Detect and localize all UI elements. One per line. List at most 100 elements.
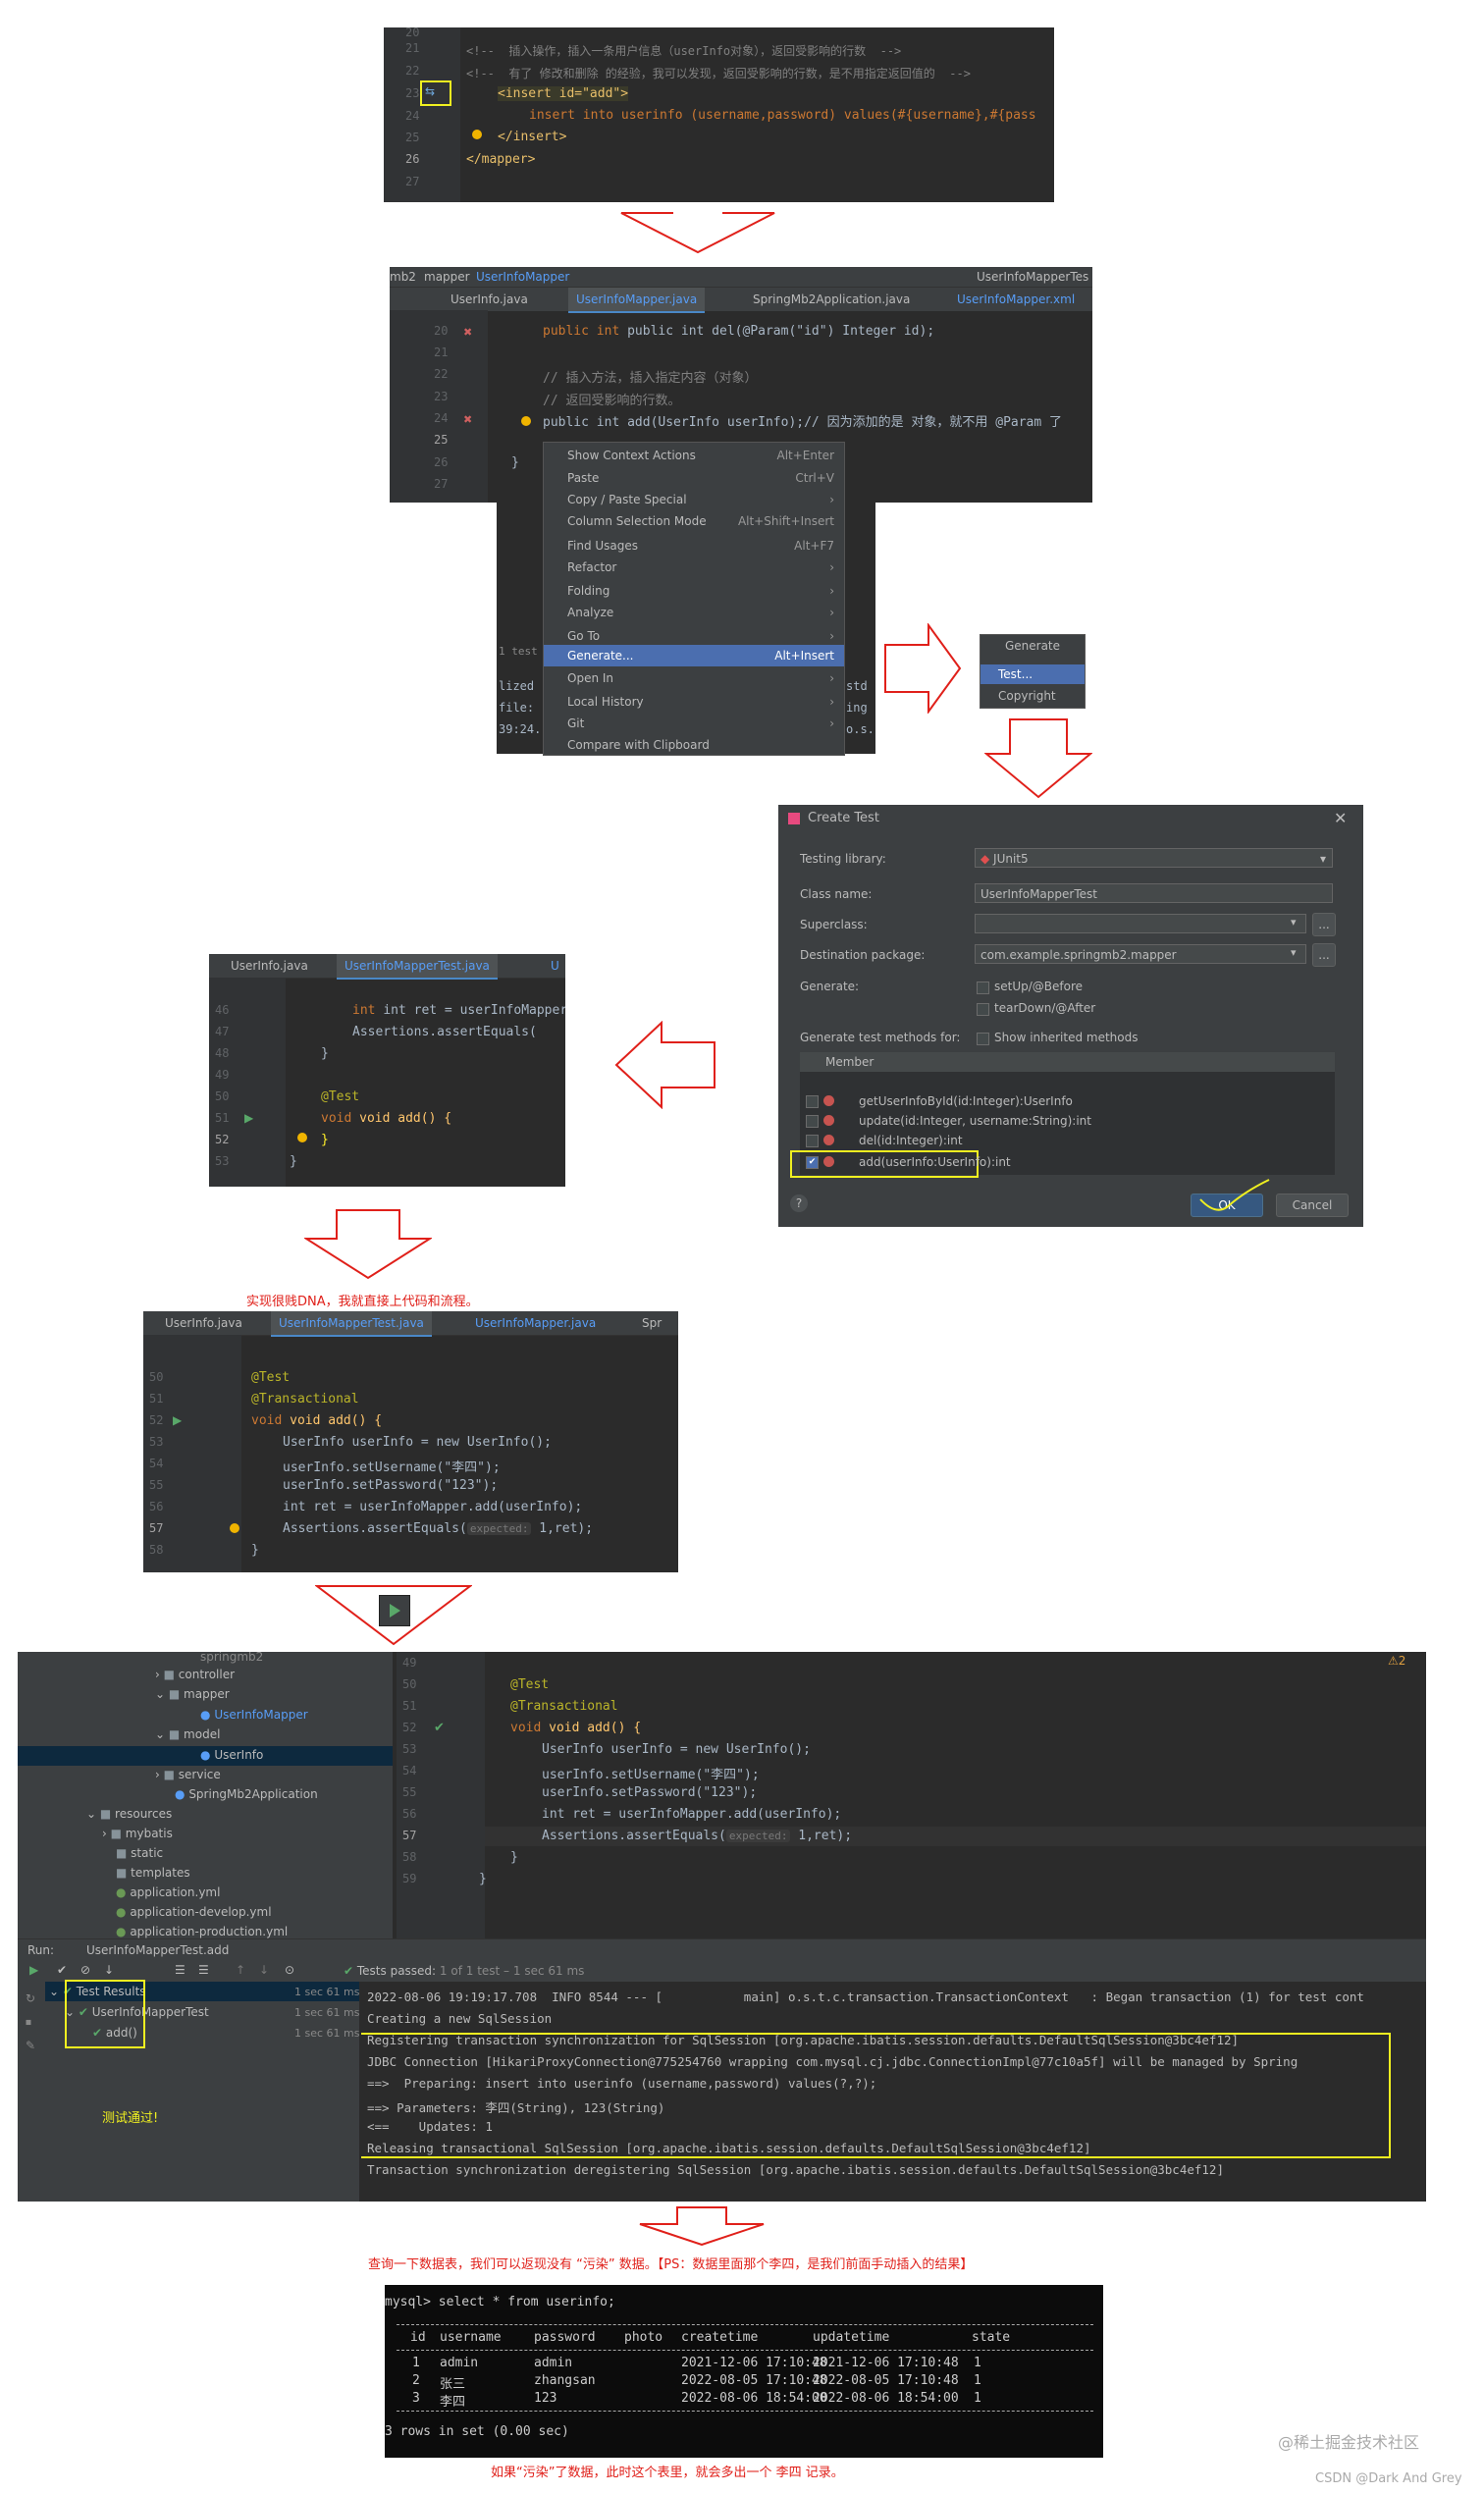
- sort-icon[interactable]: ↓: [104, 1963, 115, 1977]
- destination-dropdown-icon[interactable]: ▾: [1291, 946, 1297, 959]
- code-comment: // 插入方法，插入指定内容（对象）: [543, 371, 758, 386]
- test-label: UserInfoMapperTest: [91, 2005, 209, 2019]
- filter-ignored-icon[interactable]: ⊘: [80, 1963, 91, 1977]
- tab-userinfomapper[interactable]: UserInfoMapper.java: [568, 288, 706, 313]
- tree-file-yml[interactable]: ● application-develop.yml: [116, 1905, 272, 1919]
- member-checkbox[interactable]: [806, 1115, 819, 1128]
- inherited-checkbox[interactable]: [977, 1033, 989, 1045]
- menu-item-local-history[interactable]: Local History›: [544, 691, 844, 713]
- menu-item-analyze[interactable]: Analyze›: [544, 602, 844, 623]
- rerun-icon[interactable]: ▶: [29, 1963, 39, 1977]
- mybatis-icon[interactable]: ✖: [463, 413, 473, 426]
- generate-item-copyright[interactable]: Copyright: [998, 689, 1056, 703]
- tree-folder-templates[interactable]: ■ templates: [116, 1866, 190, 1880]
- tree-folder-model[interactable]: ⌄ ■ model: [155, 1727, 221, 1741]
- help-button[interactable]: ?: [790, 1194, 808, 1212]
- close-icon[interactable]: ✕: [1334, 809, 1348, 827]
- member-row[interactable]: getUserInfoById(id:Integer):UserInfo: [800, 1091, 1335, 1111]
- wrench-icon[interactable]: ✎: [26, 2039, 36, 2052]
- mybatis-icon[interactable]: ✖: [463, 326, 473, 339]
- bulb-icon[interactable]: [521, 416, 531, 426]
- mapper-method-icon[interactable]: ⇆: [425, 84, 436, 98]
- menu-item-refactor[interactable]: Refactor›: [544, 557, 844, 578]
- bulb-icon[interactable]: [472, 130, 482, 139]
- member-row[interactable]: ✔add(userInfo:UserInfo):int: [800, 1152, 1335, 1172]
- breadcrumb-item[interactable]: UserInfoMapper: [476, 270, 570, 284]
- menu-item-copy-paste-special[interactable]: Copy / Paste Special›: [544, 489, 844, 510]
- tree-file-yml[interactable]: ● application-production.yml: [116, 1925, 289, 1938]
- history-icon[interactable]: ⊙: [285, 1963, 295, 1977]
- breadcrumb-run-config[interactable]: UserInfoMapperTes: [977, 270, 1089, 284]
- member-row[interactable]: update(id:Integer, username:String):int: [800, 1111, 1335, 1131]
- superclass-dropdown-icon[interactable]: ▾: [1291, 916, 1297, 929]
- tree-folder-controller[interactable]: › ■ controller: [155, 1668, 236, 1681]
- tree-item[interactable]: springmb2: [200, 1652, 264, 1664]
- bulb-icon[interactable]: [230, 1523, 239, 1533]
- superclass-input[interactable]: [975, 914, 1306, 933]
- tab-userinfo[interactable]: UserInfo.java: [165, 1316, 242, 1330]
- tree-item-userinfo[interactable]: ● UserInfo: [200, 1748, 264, 1762]
- generate-item-test[interactable]: Test...: [980, 664, 1085, 684]
- test-method-row[interactable]: ✔ add(): [92, 2026, 137, 2040]
- tab-springmb2application[interactable]: SpringMb2Application.java: [753, 292, 911, 306]
- member-checkbox[interactable]: [806, 1095, 819, 1108]
- tree-label: model: [184, 1727, 221, 1741]
- tab-spr[interactable]: Spr: [642, 1316, 662, 1330]
- tab-userinfomapper-xml[interactable]: UserInfoMapper.xml: [957, 292, 1076, 306]
- menu-item-compare-clipboard[interactable]: Compare with Clipboard: [544, 734, 844, 756]
- tree-folder-resources[interactable]: ⌄ ■ resources: [86, 1807, 173, 1821]
- tree-folder-static[interactable]: ■ static: [116, 1846, 164, 1860]
- menu-item-go-to[interactable]: Go To›: [544, 625, 844, 647]
- test-passed-gutter-icon[interactable]: ✔: [434, 1721, 445, 1735]
- filter-passed-icon[interactable]: ✔: [57, 1963, 68, 1977]
- tab-userinfomappertest[interactable]: UserInfoMapperTest.java: [271, 1311, 432, 1337]
- menu-item-folding[interactable]: Folding›: [544, 580, 844, 602]
- warning-badge[interactable]: ⚠2: [1388, 1654, 1406, 1668]
- run-gutter-icon[interactable]: ▶: [244, 1111, 254, 1125]
- tab-u[interactable]: U: [551, 959, 559, 973]
- pin-icon[interactable]: ↻: [26, 1991, 36, 2005]
- bulb-icon[interactable]: [297, 1133, 307, 1142]
- tree-folder-mapper[interactable]: ⌄ ■ mapper: [155, 1687, 230, 1701]
- run-gutter-icon[interactable]: ▶: [173, 1413, 183, 1427]
- stop-icon[interactable]: ⏹: [26, 2015, 32, 2029]
- next-icon[interactable]: ↓: [259, 1963, 270, 1977]
- tree-file-yml[interactable]: ● application.yml: [116, 1885, 221, 1899]
- tree-item-application[interactable]: ● SpringMb2Application: [175, 1787, 318, 1801]
- breadcrumb-item[interactable]: mb2: [390, 270, 416, 284]
- member-checkbox[interactable]: ✔: [806, 1156, 819, 1169]
- menu-item-generate[interactable]: Generate...Alt+Insert: [544, 645, 844, 666]
- tree-item-userinfomapper[interactable]: ● UserInfoMapper: [200, 1708, 308, 1722]
- run-tab[interactable]: UserInfoMapperTest.add: [86, 1943, 230, 1957]
- tree-folder-mybatis[interactable]: › ■ mybatis: [102, 1827, 173, 1840]
- run-button[interactable]: [379, 1595, 410, 1626]
- prev-icon[interactable]: ↑: [236, 1963, 246, 1977]
- tab-userinfo[interactable]: UserInfo.java: [450, 292, 528, 306]
- superclass-browse-button[interactable]: ...: [1312, 913, 1336, 936]
- tree-folder-service[interactable]: › ■ service: [155, 1768, 221, 1781]
- expand-icon[interactable]: ☰: [175, 1963, 186, 1977]
- class-name-input[interactable]: UserInfoMapperTest: [975, 883, 1333, 903]
- member-checkbox[interactable]: [806, 1135, 819, 1147]
- menu-item-open-in[interactable]: Open In›: [544, 667, 844, 689]
- teardown-checkbox[interactable]: [977, 1003, 989, 1016]
- collapse-icon[interactable]: ☰: [198, 1963, 209, 1977]
- destination-browse-button[interactable]: ...: [1312, 943, 1336, 967]
- tab-userinfomapper[interactable]: UserInfoMapper.java: [475, 1316, 597, 1330]
- test-class-row[interactable]: ⌄ ✔ UserInfoMapperTest: [65, 2005, 209, 2019]
- destination-input[interactable]: com.example.springmb2.mapper: [975, 944, 1306, 964]
- tab-userinfomappertest[interactable]: UserInfoMapperTest.java: [337, 954, 498, 980]
- menu-item-git[interactable]: Git›: [544, 713, 844, 734]
- cancel-button[interactable]: Cancel: [1276, 1194, 1349, 1217]
- testing-library-select[interactable]: ◆ JUnit5▾: [975, 848, 1333, 868]
- member-row[interactable]: del(id:Integer):int: [800, 1131, 1335, 1150]
- breadcrumb-item[interactable]: mapper: [424, 270, 470, 284]
- test-results-row[interactable]: ⌄ ✔ Test Results: [49, 1985, 146, 1998]
- console-line: 2022-08-06 19:19:17.708 INFO 8544 --- [ …: [367, 1990, 1364, 2004]
- setup-checkbox[interactable]: [977, 982, 989, 994]
- tab-userinfo[interactable]: UserInfo.java: [231, 959, 308, 973]
